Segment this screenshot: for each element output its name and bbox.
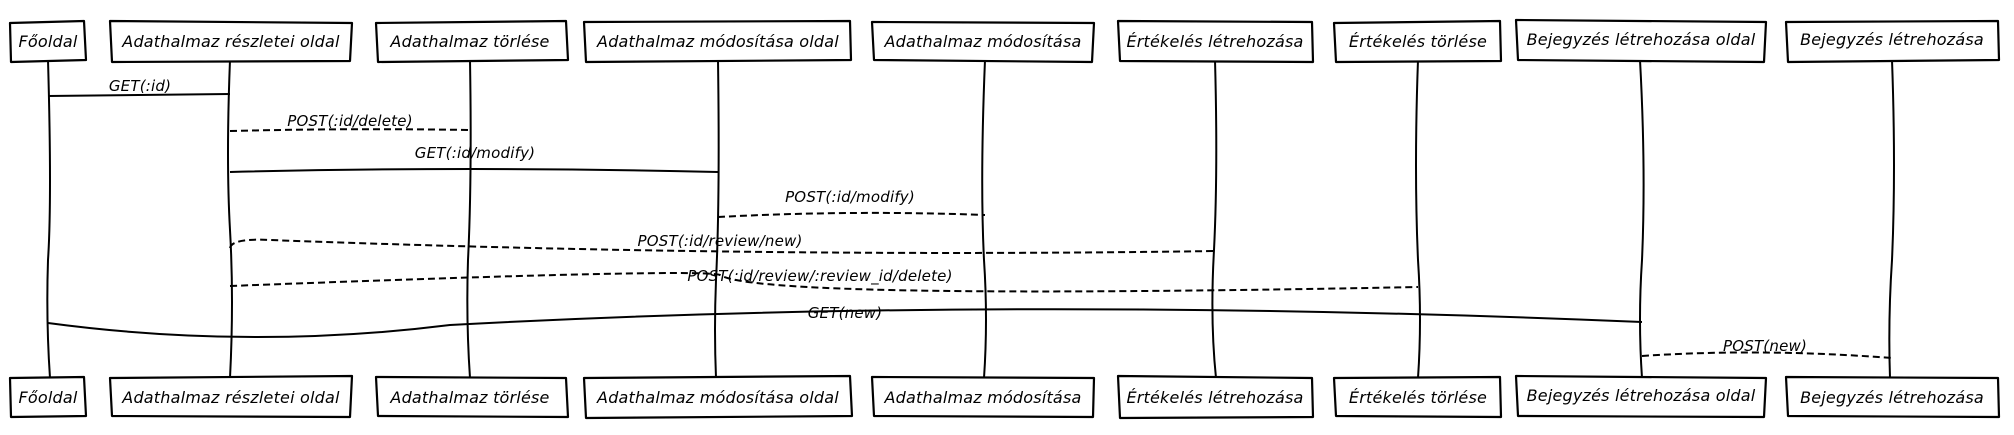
message-line-4 bbox=[229, 238, 1216, 254]
message-label-0: GET(:id) bbox=[109, 77, 171, 95]
participant-label: Adathalmaz módosítása bbox=[884, 32, 1082, 51]
participant-box-bottom-p4: Adathalmaz módosítása bbox=[870, 375, 1096, 419]
participant-label: Adathalmaz részletei oldal bbox=[121, 388, 340, 407]
participant-box-top-p6: Értékelés törlése bbox=[1332, 19, 1503, 64]
participant-label: Értékelés létrehozása bbox=[1126, 32, 1303, 51]
lifelines bbox=[46, 59, 1895, 379]
participant-label: Adathalmaz módosítása bbox=[884, 388, 1082, 407]
participant-label: Bejegyzés létrehozása oldal bbox=[1527, 30, 1756, 49]
lifeline-p7 bbox=[1639, 59, 1645, 379]
participant-box-top-p0: Főoldal bbox=[8, 19, 88, 64]
participant-box-top-p1: Adathalmaz részletei oldal bbox=[108, 19, 354, 64]
message-label-1: POST(:id/delete) bbox=[287, 112, 413, 130]
participant-label: Bejegyzés létrehozása oldal bbox=[1527, 386, 1756, 405]
message-label-4: POST(:id/review/new) bbox=[637, 232, 802, 250]
message-label-7: POST(new) bbox=[1723, 337, 1807, 355]
message-line-2 bbox=[229, 168, 719, 173]
message-line-3 bbox=[717, 211, 986, 218]
lifeline-p3 bbox=[714, 59, 720, 379]
participant-box-top-p7: Bejegyzés létrehozása oldal bbox=[1514, 18, 1768, 64]
message-label-3: POST(:id/modify) bbox=[785, 188, 915, 206]
lifeline-p4 bbox=[981, 59, 987, 379]
participant-box-bottom-p6: Értékelés törlése bbox=[1332, 375, 1503, 419]
participant-label: Értékelés törlése bbox=[1349, 32, 1487, 51]
participant-box-bottom-p1: Adathalmaz részletei oldal bbox=[108, 374, 354, 419]
participant-label: Adathalmaz törlése bbox=[389, 388, 549, 407]
message-line-1 bbox=[229, 128, 471, 132]
participant-label: Főoldal bbox=[18, 388, 77, 407]
participant-box-top-p2: Adathalmaz törlése bbox=[374, 19, 570, 64]
participant-box-bottom-p5: Értékelés létrehozása bbox=[1116, 374, 1315, 420]
lifeline-p5 bbox=[1211, 59, 1218, 379]
participant-box-bottom-p2: Adathalmaz törlése bbox=[374, 375, 570, 419]
lifeline-p0 bbox=[46, 59, 51, 379]
message-line-0 bbox=[47, 93, 231, 97]
participant-label: Adathalmaz törlése bbox=[389, 32, 549, 51]
participant-box-bottom-p8: Bejegyzés létrehozása bbox=[1784, 375, 2001, 419]
message-label-5: POST(:id/review/:review_id/delete) bbox=[687, 267, 952, 286]
lifeline-p2 bbox=[466, 59, 472, 379]
participant-box-top-p8: Bejegyzés létrehozása bbox=[1784, 19, 2001, 64]
lifeline-p1 bbox=[227, 59, 233, 379]
participant-label: Bejegyzés létrehozása bbox=[1800, 388, 1984, 407]
message-line-6 bbox=[47, 308, 1643, 339]
message-line-7 bbox=[1641, 351, 1893, 359]
participant-box-bottom-p7: Bejegyzés létrehozása oldal bbox=[1514, 374, 1768, 419]
participant-label: Értékelés létrehozása bbox=[1126, 388, 1303, 407]
messages: GET(:id) POST(:id/delete) GET(:id/modify… bbox=[47, 77, 1893, 359]
message-label-2: GET(:id/modify) bbox=[415, 144, 535, 162]
participant-box-top-p5: Értékelés létrehozása bbox=[1116, 19, 1315, 64]
participants-top: Főoldal Adathalmaz részletei oldal Adath… bbox=[8, 18, 2001, 64]
participant-label: Főoldal bbox=[18, 32, 77, 51]
participant-label: Adathalmaz részletei oldal bbox=[121, 32, 340, 51]
message-label-6: GET(new) bbox=[808, 304, 883, 322]
participant-box-bottom-p3: Adathalmaz módosítása oldal bbox=[582, 374, 854, 420]
participants-bottom: Főoldal Adathalmaz részletei oldal Adath… bbox=[8, 374, 2001, 420]
participant-box-top-p4: Adathalmaz módosítása bbox=[870, 20, 1096, 64]
participant-label: Bejegyzés létrehozása bbox=[1800, 30, 1984, 49]
lifeline-p8 bbox=[1888, 59, 1895, 379]
participant-box-top-p3: Adathalmaz módosítása oldal bbox=[582, 19, 853, 64]
participant-box-bottom-p0: Főoldal bbox=[8, 375, 88, 419]
participant-label: Adathalmaz módosítása oldal bbox=[596, 32, 839, 51]
participant-label: Értékelés törlése bbox=[1349, 388, 1487, 407]
participant-label: Adathalmaz módosítása oldal bbox=[596, 388, 839, 407]
lifeline-p6 bbox=[1415, 59, 1421, 379]
